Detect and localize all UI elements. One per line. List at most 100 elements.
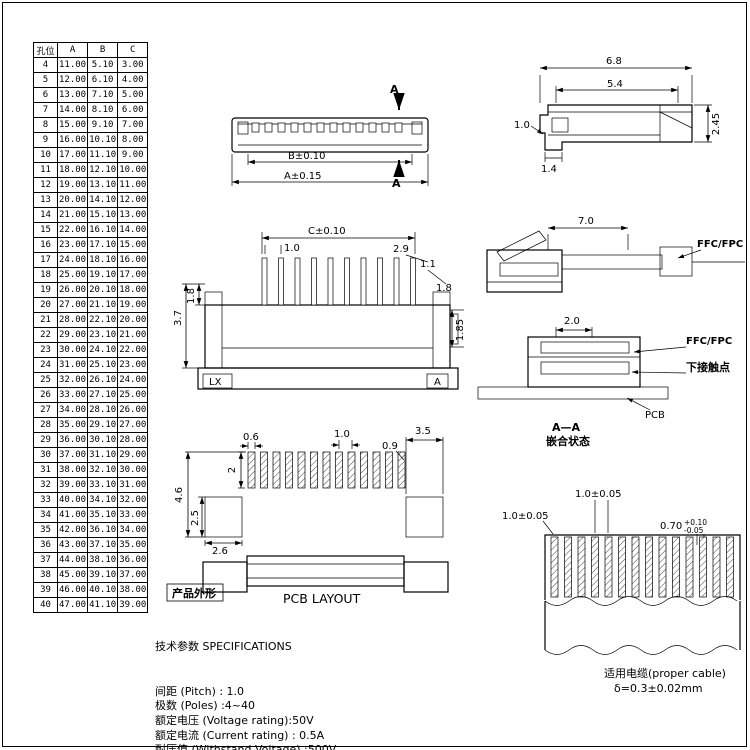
pcb-pad (335, 451, 343, 489)
spec-line: 额定电压 (Voltage rating):50V (155, 713, 314, 727)
dim-4-6: 4.6 (174, 487, 185, 503)
section-label-bottom: A (392, 177, 401, 190)
label-ffc-fpc-section: FFC/FPC (686, 336, 732, 347)
table-cell: 26.00 (117, 402, 149, 418)
cable-conductors (550, 536, 734, 598)
table-cell: 12.00 (117, 192, 149, 208)
front-view: C±0.10 1.0 2.9 1.1 1.8 LX A (173, 226, 466, 390)
top-pin (251, 122, 260, 133)
label-ffc-fpc-open: FFC/FPC (697, 239, 743, 250)
dim-2: 2 (227, 467, 238, 473)
top-pin (368, 122, 377, 133)
pcb-pad (247, 451, 256, 489)
cable-conductor (591, 536, 599, 598)
cable-conductor (672, 536, 680, 598)
caption-cable-thickness: δ=0.3±0.02mm (614, 682, 703, 695)
pcb-pads (247, 451, 406, 489)
cable-conductor (712, 536, 721, 598)
dim-cable-width: 0.70 (660, 521, 682, 532)
contact-pin (261, 257, 268, 306)
cable-conductor (645, 536, 653, 598)
dim-1-4: 1.4 (541, 164, 557, 175)
section-aa-view: 2.0 FFC/FPC 下接触点 PCB A—A 嵌合状态 (477, 316, 732, 448)
section-label-top: A (390, 83, 399, 96)
dim-6-8: 6.8 (606, 56, 622, 67)
top-pin (277, 122, 286, 133)
top-pin (264, 122, 273, 133)
contact-pin (360, 257, 367, 306)
dim-cable-tol-dn: -0.05 (684, 526, 704, 535)
cable-conductor (685, 536, 694, 598)
cable-view: 1.0±0.05 1.0±0.05 0.70 +0.10 -0.05 适用电缆(… (502, 489, 741, 695)
caption-mating-state: 嵌合状态 (546, 434, 590, 448)
dim-1-0-pitch: 1.0 (334, 429, 350, 440)
side-view: 6.8 5.4 2.45 1.0 1.4 (514, 56, 722, 175)
dim-1-8-right: 1.8 (436, 283, 452, 294)
topview-pins (251, 122, 403, 133)
caption-pcb-layout: PCB LAYOUT (283, 591, 361, 606)
spec-line: 耐压值 (Withstand Voltage) :500V (155, 743, 337, 750)
table-cell: 33.00 (117, 507, 149, 523)
label-product-outline: 产品外形 (172, 586, 216, 600)
dim-1-85: 1.85 (455, 319, 466, 341)
dim-2-5: 2.5 (190, 510, 201, 526)
spec-line: 极数 (Poles) :4~40 (155, 699, 256, 713)
contact-pin (377, 257, 383, 306)
label-lower-contact: 下接触点 (686, 360, 730, 374)
dim-2-9: 2.9 (393, 244, 409, 255)
dim-0-6: 0.6 (243, 432, 259, 443)
pcb-pad (360, 451, 368, 489)
cable-conductor (726, 536, 734, 598)
dim-0-9: 0.9 (382, 441, 398, 452)
pcb-pad (372, 451, 381, 489)
pcb-pad (385, 451, 393, 489)
pcb-layout-view: 0.6 1.0 3.5 0.9 2 4.6 2.5 (166, 426, 449, 606)
dim-1-0-foot: 1.0 (514, 120, 530, 131)
dim-1-8-left: 1.8 (186, 288, 197, 304)
contact-pin (410, 257, 416, 306)
open-view: 7.0 FFC/FPC (486, 216, 745, 293)
dim-a-label: A±0.15 (284, 171, 322, 182)
cable-conductor (577, 536, 586, 598)
dim-b-label: B±0.10 (288, 151, 326, 162)
cable-conductor (550, 536, 559, 598)
pcb-pad (347, 451, 356, 489)
top-pin (329, 122, 338, 133)
contact-pin (327, 257, 334, 306)
contact-pin (278, 257, 284, 306)
contact-pin (344, 257, 350, 306)
dim-2-45: 2.45 (711, 113, 722, 135)
top-pin (342, 122, 351, 133)
dim-cable-pitch: 1.0±0.05 (575, 489, 622, 500)
cable-conductor (658, 536, 667, 598)
contact-pin (393, 257, 400, 306)
contact-pin (311, 257, 317, 306)
pcb-pad (260, 451, 268, 489)
caption-section-aa: A—A (552, 421, 581, 434)
dim-3-7: 3.7 (173, 310, 184, 326)
top-pin (355, 122, 364, 133)
